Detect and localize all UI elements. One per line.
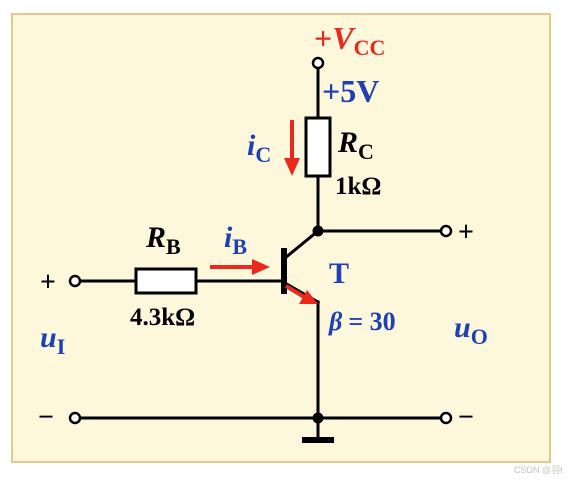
beta-label: β= 30 xyxy=(328,307,396,336)
output-voltage-label: uO xyxy=(454,311,488,349)
input-plus-sign: + xyxy=(40,267,56,298)
watermark: CSDN @羽t xyxy=(514,465,563,475)
collector-junction xyxy=(312,225,324,237)
input-minus-sign: − xyxy=(38,402,54,433)
output-plus-sign: + xyxy=(458,217,474,248)
rb-value: 4.3kΩ xyxy=(130,304,195,331)
ground-junction xyxy=(312,412,324,424)
supply-value: +5V xyxy=(322,73,379,109)
rb-label: RB xyxy=(145,221,181,259)
output-plus-terminal xyxy=(439,224,453,238)
ib-arrow-icon xyxy=(210,259,270,275)
vcc-terminal xyxy=(311,56,325,70)
transistor-base-bar xyxy=(281,248,287,294)
output-minus-sign: − xyxy=(458,402,474,433)
rc-label: RC xyxy=(337,126,374,164)
diagram-panel xyxy=(11,13,551,463)
input-plus-terminal xyxy=(68,274,82,288)
input-voltage-label: uI xyxy=(40,321,65,359)
transistor-collector xyxy=(282,228,321,261)
transistor-label: T xyxy=(329,257,349,290)
ground-symbol xyxy=(302,437,334,443)
emitter-arrow-icon xyxy=(284,284,318,304)
resistor-rc xyxy=(304,116,332,178)
input-minus-terminal xyxy=(68,411,82,425)
output-minus-terminal xyxy=(439,411,453,425)
ib-label: iB xyxy=(224,221,247,259)
ic-arrow-icon xyxy=(284,120,300,176)
ic-label: iC xyxy=(247,129,271,167)
resistor-rb xyxy=(134,267,198,295)
vcc-label: +VCC xyxy=(314,20,385,60)
rc-value: 1kΩ xyxy=(335,173,381,200)
